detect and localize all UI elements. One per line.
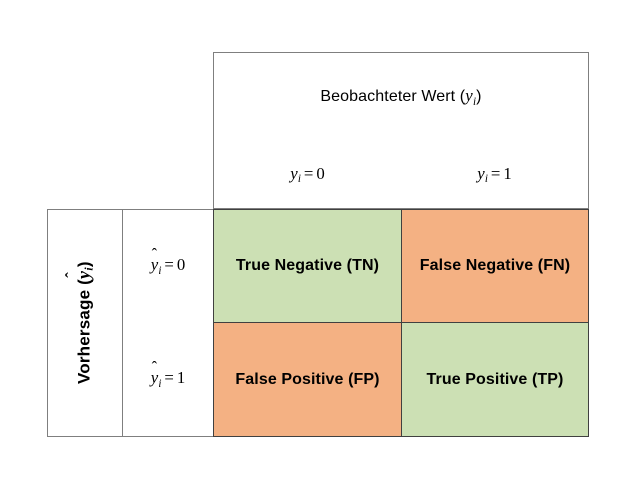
row-header-predicted-1-label: ̂yi=1 xyxy=(150,368,186,390)
column-header-observed-0-label: yi=0 xyxy=(290,163,325,186)
matrix-cell-false-negative: False Negative (FN) xyxy=(401,209,589,323)
matrix-cell-false-negative-label: False Negative (FN) xyxy=(419,257,571,274)
matrix-cell-true-positive: True Positive (TP) xyxy=(401,322,589,437)
row-header-predicted-0: ̂yi=0 xyxy=(122,209,214,323)
matrix-cell-true-negative-label: True Negative (TN) xyxy=(235,257,380,274)
matrix-cell-true-positive-label: True Positive (TP) xyxy=(426,370,564,388)
row-header-predicted-1: ̂yi=1 xyxy=(122,322,214,437)
column-header-observed-1: yi=1 xyxy=(401,141,589,209)
paren-close: ) xyxy=(74,261,94,268)
matrix-cell-false-positive-label: False Positive (FP) xyxy=(235,370,380,388)
matrix-cell-false-positive: False Positive (FP) xyxy=(213,322,402,437)
column-header-observed-1-label: yi=1 xyxy=(477,163,512,186)
matrix-cell-true-negative: True Negative (TN) xyxy=(213,209,402,323)
row-header-predicted-0-label: ̂yi=0 xyxy=(150,255,186,277)
prediction-group-title: Vorhersage (̂yi) xyxy=(62,261,96,385)
observed-value-group-title: Beobachteter Wert (yi) xyxy=(320,86,482,108)
prediction-group-header: Vorhersage (̂yi) xyxy=(47,209,123,437)
column-header-observed-0: yi=0 xyxy=(213,141,402,209)
paren-open: ( xyxy=(74,279,94,286)
paren-close: ) xyxy=(476,88,482,106)
paren-open: ( xyxy=(459,88,466,106)
observed-value-group-header: Beobachteter Wert (yi) xyxy=(213,52,589,142)
